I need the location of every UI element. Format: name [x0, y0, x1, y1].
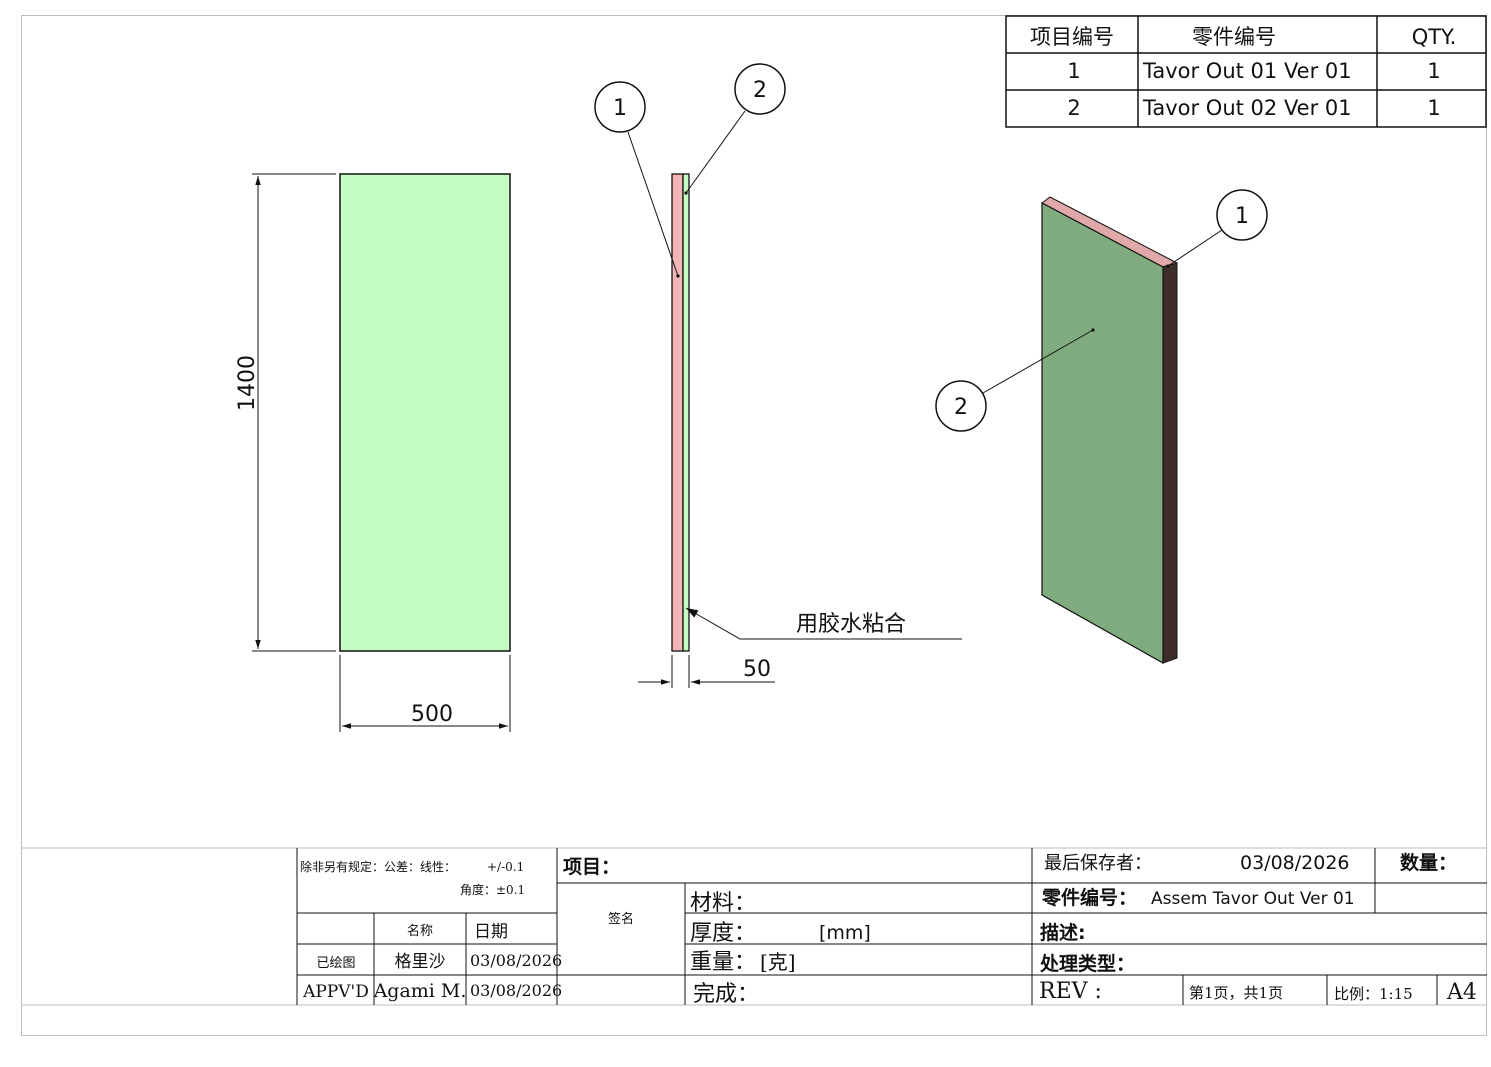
- approved-name: Agami M.: [373, 980, 467, 1002]
- bom-row-2-item: 2: [1067, 96, 1080, 120]
- bom-table: [1005, 15, 1487, 128]
- side-view: 50 用胶水粘合 1 2: [594, 63, 962, 688]
- weight-label: 重量：: [690, 950, 756, 975]
- side-panel-part-2: [682, 173, 690, 652]
- approved-label: APPV'D: [302, 982, 369, 1002]
- bom-row-1-qty: 1: [1427, 59, 1440, 83]
- weight-unit: [克]: [760, 950, 796, 974]
- bom-row-1-item: 1: [1067, 59, 1080, 83]
- page-info: 第1页，共1页: [1189, 984, 1283, 1002]
- tolerance-label: 除非另有规定：公差：线性：: [300, 859, 456, 874]
- part-number-label: 零件编号：: [1041, 886, 1137, 909]
- glue-note-leader: [685, 607, 962, 640]
- quantity-label: 数量：: [1400, 851, 1457, 874]
- glue-note: 用胶水粘合: [796, 612, 906, 637]
- bom-row-2-qty: 1: [1427, 96, 1440, 120]
- date-header: 日期: [474, 922, 508, 942]
- signature-header: 签名: [608, 911, 634, 927]
- balloon-1-iso-label: 1: [1235, 204, 1249, 229]
- name-header: 名称: [407, 923, 433, 939]
- drawn-label: 已绘图: [316, 956, 355, 971]
- balloon-2-side-label: 2: [753, 78, 767, 103]
- balloon-1-iso: [1216, 189, 1268, 241]
- balloon-1-side-label: 1: [613, 96, 627, 121]
- height-dimension: 1400: [235, 355, 260, 411]
- process-type-label: 处理类型：: [1039, 952, 1135, 975]
- balloon-2-iso: [935, 380, 987, 432]
- bom-header-item-number: 项目编号: [1030, 25, 1114, 49]
- scale: 比例：1:15: [1334, 985, 1413, 1003]
- balloon-2-side: [734, 63, 786, 115]
- bom-header-qty: QTY.: [1412, 25, 1457, 49]
- material-label: 材料：: [690, 891, 756, 916]
- front-view: 1400 500: [235, 173, 511, 732]
- thickness-unit: [mm]: [819, 922, 871, 944]
- last-saved-label: 最后保存者：: [1044, 853, 1152, 874]
- front-panel: [339, 173, 511, 652]
- bom-row-2-part: Tavor Out 02 Ver 01: [1142, 96, 1352, 120]
- rev-label: REV :: [1039, 979, 1102, 1004]
- tolerance-linear: +/-0.1: [487, 860, 524, 874]
- description-label: 描述:: [1040, 921, 1086, 944]
- finish-label: 完成：: [693, 982, 759, 1007]
- sheet-size: A4: [1446, 980, 1477, 1005]
- last-saved-date: 03/08/2026: [1240, 852, 1350, 874]
- project-label: 项目：: [563, 856, 620, 878]
- tolerance-angle: 角度：±0.1: [460, 882, 525, 897]
- approved-date: 03/08/2026: [470, 981, 562, 1000]
- bom-row-1-part: Tavor Out 01 Ver 01: [1142, 59, 1352, 83]
- iso-front-face: [1041, 202, 1164, 665]
- width-dimension: 500: [411, 702, 453, 727]
- drawn-date: 03/08/2026: [470, 951, 562, 970]
- thickness-dimension: 50: [743, 657, 771, 682]
- balloon-2-iso-label: 2: [954, 395, 968, 420]
- isometric-view: 1 2: [935, 189, 1268, 665]
- balloon-1-side: [594, 81, 646, 133]
- sheet-border: [21, 15, 1487, 1036]
- iso-side-edge: [1161, 262, 1178, 664]
- drawn-name: 格里沙: [395, 952, 446, 972]
- thickness-label: 厚度：: [690, 921, 756, 946]
- bom-header-part-number: 零件编号: [1192, 25, 1276, 49]
- title-block: [21, 847, 1487, 1006]
- side-panel-part-1: [671, 173, 684, 652]
- part-number: Assem Tavor Out Ver 01: [1151, 889, 1355, 909]
